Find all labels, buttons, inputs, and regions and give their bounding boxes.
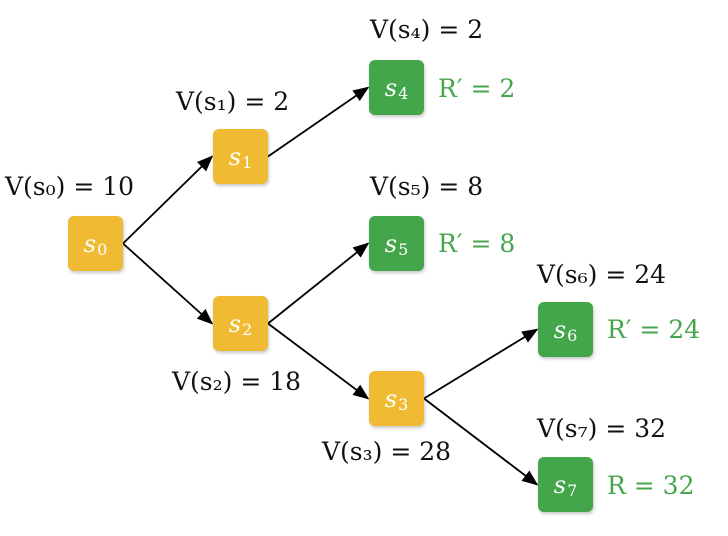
edge-s3-s7 [423, 397, 539, 486]
reward-label-s4: R′ = 2 [438, 74, 516, 103]
edge-s2-s5 [267, 242, 370, 325]
node-s3-letter: s [384, 384, 398, 413]
node-s5-letter: s [384, 229, 398, 258]
node-s7-letter: s [553, 470, 567, 499]
reward-label-s7: R = 32 [607, 471, 695, 500]
value-label-s3: V(s₃) = 28 [322, 437, 452, 466]
node-s2-letter: s [228, 309, 242, 338]
edge-s0-s1 [122, 155, 214, 245]
node-s7-subscript: 7 [567, 481, 578, 500]
node-s0-subscript: 0 [97, 240, 108, 259]
value-label-s6: V(s₆) = 24 [537, 260, 667, 289]
node-s4-letter: s [384, 73, 398, 102]
value-label-s4: V(s₄) = 2 [370, 15, 484, 44]
node-s6-subscript: 6 [567, 326, 578, 345]
value-label-s7: V(s₇) = 32 [537, 414, 667, 443]
value-label-s0: V(s₀) = 10 [5, 172, 135, 201]
reward-label-s6: R′ = 24 [607, 315, 701, 344]
value-label-s2: V(s₂) = 18 [172, 367, 302, 396]
node-s5-subscript: 5 [398, 240, 409, 259]
node-s2-subscript: 2 [242, 320, 253, 339]
node-s1-subscript: 1 [242, 153, 253, 172]
edge-s3-s6 [423, 328, 539, 400]
node-s4-subscript: 4 [398, 84, 409, 103]
edge-s0-s2 [122, 242, 214, 325]
value-label-s5: V(s₅) = 8 [370, 172, 484, 201]
reward-label-s5: R′ = 8 [438, 229, 516, 258]
edge-s1-s4 [267, 86, 370, 158]
value-label-s1: V(s₁) = 2 [176, 87, 290, 116]
node-s0-letter: s [83, 229, 97, 258]
node-s1-letter: s [228, 142, 242, 171]
edge-s2-s3 [267, 322, 370, 400]
node-s6-letter: s [553, 315, 567, 344]
node-s3-subscript: 3 [398, 395, 409, 414]
